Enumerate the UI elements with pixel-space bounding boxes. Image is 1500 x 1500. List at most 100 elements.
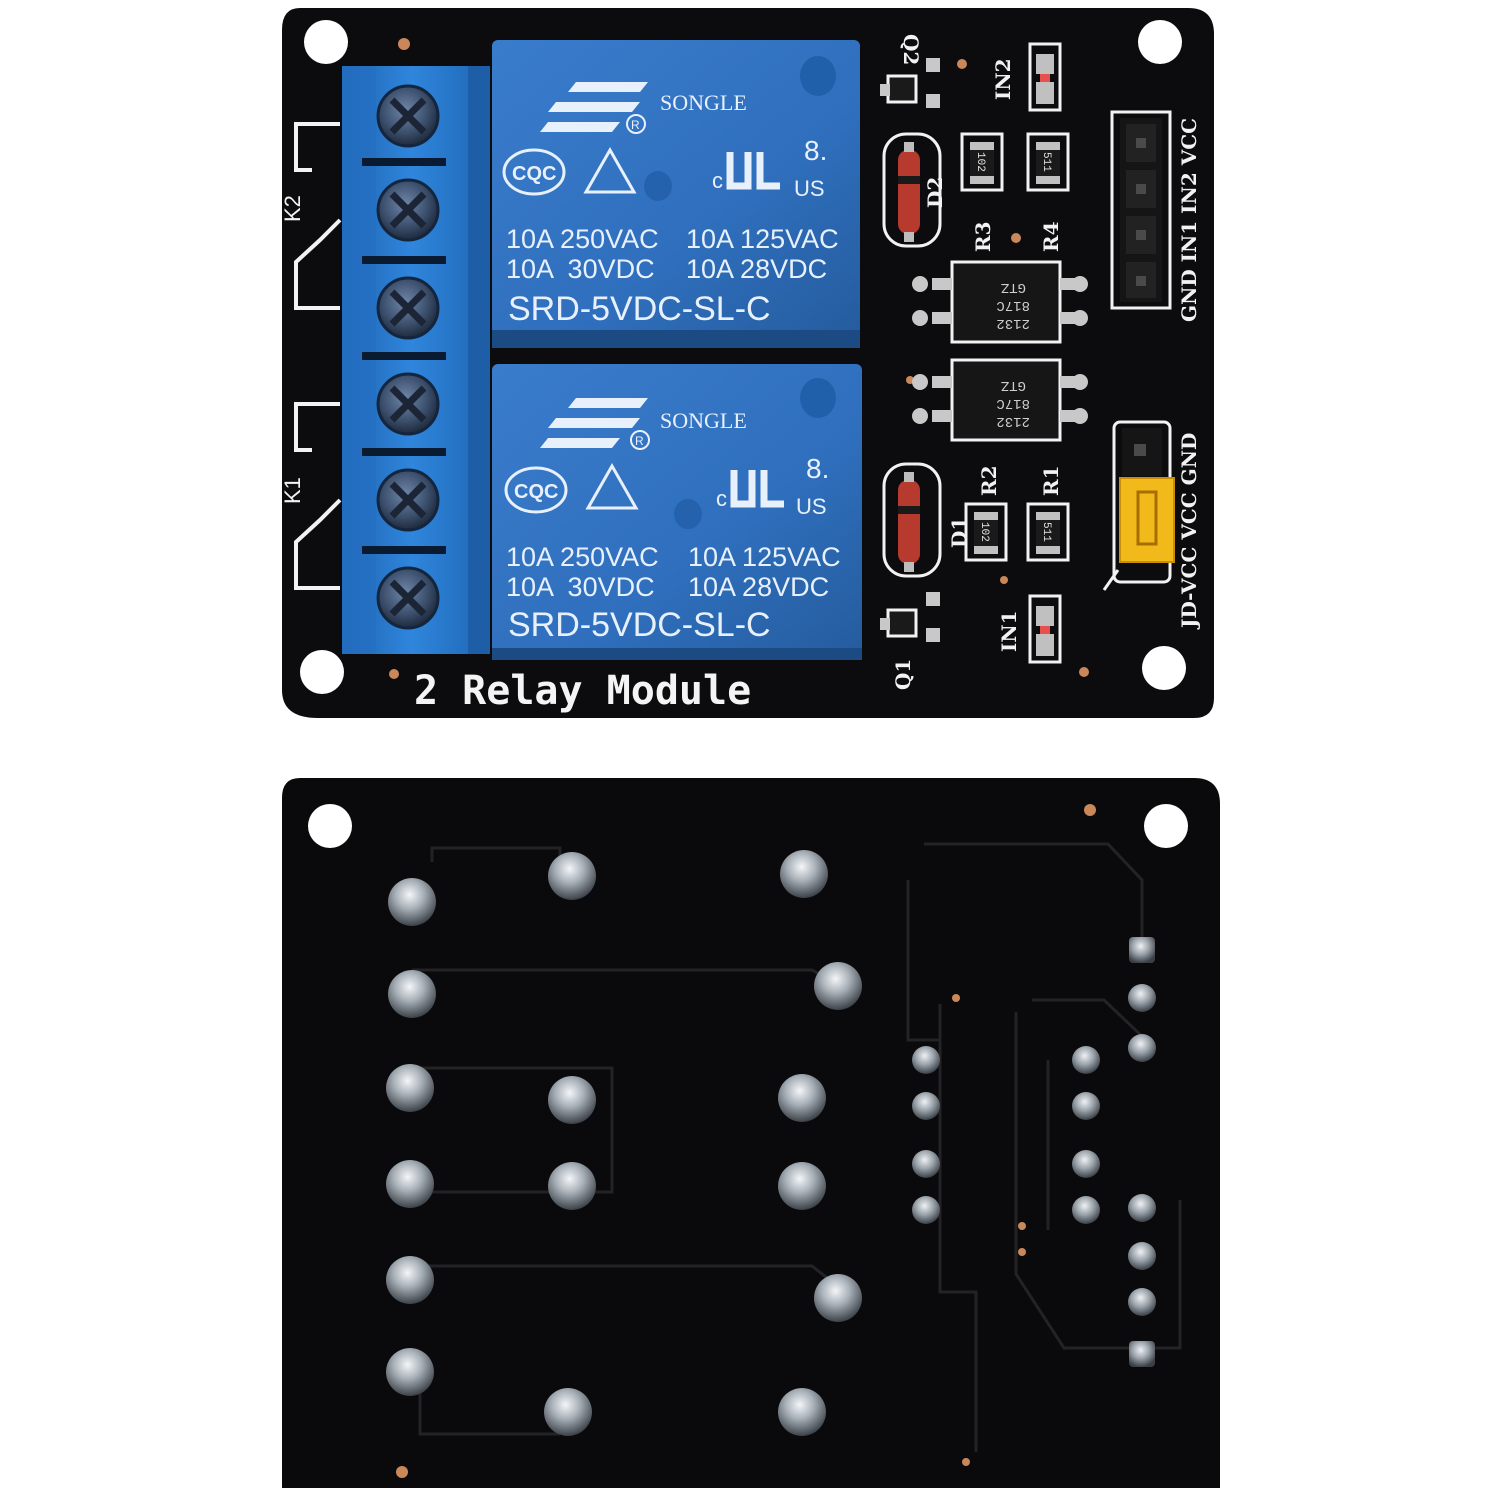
copper-via: [1018, 1222, 1026, 1230]
optocoupler-1: 2132 817C GTZ: [912, 260, 1088, 344]
solder-joint: [912, 1150, 940, 1178]
ul-number: 8.: [806, 453, 829, 484]
svg-text:c: c: [716, 486, 727, 511]
label-r4: R4: [1039, 221, 1063, 252]
solder-joint: [544, 1388, 592, 1436]
opto-code: 2132: [996, 413, 1030, 429]
back-pcb: [282, 778, 1220, 1488]
mount-hole: [304, 20, 348, 64]
solder-joint: [912, 1092, 940, 1120]
label-in1: IN1: [997, 610, 1021, 652]
label-r2: R2: [977, 465, 1001, 496]
front-board: K2 K1 SONGLE R: [280, 8, 1214, 718]
rating-dc-left: 10A 30VDC: [506, 572, 655, 602]
transistor-q1: Q1: [880, 592, 940, 690]
label-d2: D2: [923, 177, 947, 208]
label-r3: R3: [971, 221, 995, 252]
warning-triangle-icon: [585, 462, 639, 510]
screw-terminal-block: [342, 66, 490, 654]
copper-via: [1079, 667, 1089, 677]
solder-joint: [1072, 1150, 1100, 1178]
solder-joint: [548, 852, 596, 900]
pin-header-3-jumper: JD-VCC VCC GND: [1102, 420, 1201, 630]
copper-via: [1000, 576, 1008, 584]
relay-k2: SONGLE R CQC c US 8. 10A 250VAC 10A 125V…: [492, 40, 860, 348]
rating-ac-right: 10A 125VAC: [686, 224, 839, 254]
solder-joint: [778, 1074, 826, 1122]
copper-via: [1084, 804, 1096, 816]
label-r1: R1: [1039, 465, 1063, 496]
resistor-r2: 102 R2: [964, 465, 1008, 562]
opto-code: 2132: [996, 315, 1030, 331]
led-in1: IN1: [997, 594, 1062, 664]
resistor-code: 102: [974, 152, 986, 172]
cqc-text: CQC: [514, 481, 558, 503]
copper-via: [952, 994, 960, 1002]
label-k1: K1: [280, 477, 305, 504]
copper-via: [389, 669, 399, 679]
solder-joint: [386, 1348, 434, 1396]
mount-hole: [300, 650, 344, 694]
rating-ac-left: 10A 250VAC: [506, 224, 659, 254]
back-board: [282, 778, 1220, 1488]
resistor-r4: 511 R4: [1026, 132, 1070, 252]
resistor-r1: 511 R1: [1026, 465, 1070, 562]
solder-joint: [1072, 1092, 1100, 1120]
svg-text:US: US: [794, 176, 825, 201]
solder-joint: [548, 1162, 596, 1210]
mount-hole: [1142, 646, 1186, 690]
svg-text:R: R: [635, 434, 644, 448]
solder-joint: [1072, 1196, 1100, 1224]
relay-symbol-k1: [294, 402, 342, 590]
solder-joint: [814, 962, 862, 1010]
solder-joint: [780, 850, 828, 898]
jumper-cap: [1119, 477, 1175, 563]
terminal-screw-icon: [376, 178, 440, 242]
solder-joint: [912, 1196, 940, 1224]
copper-via: [962, 1458, 970, 1466]
opto-part: 817C: [996, 395, 1030, 411]
rating-ac-right: 10A 125VAC: [688, 542, 841, 572]
resistor-code: 511: [1040, 522, 1052, 542]
terminal-screw-icon: [376, 372, 440, 436]
warning-triangle-icon: [583, 146, 637, 194]
solder-joint: [386, 1160, 434, 1208]
rating-dc-right: 10A 28VDC: [686, 254, 827, 284]
resistor-code: 511: [1040, 152, 1052, 172]
solder-pad-square: [1129, 937, 1155, 963]
diode-d2: D2: [882, 132, 947, 248]
copper-via: [957, 59, 967, 69]
solder-joint: [1128, 984, 1156, 1012]
solder-joint: [548, 1076, 596, 1124]
solder-joint: [1128, 1194, 1156, 1222]
rating-dc-left: 10A 30VDC: [506, 254, 655, 284]
solder-joints: [386, 850, 1156, 1436]
resistor-code: 102: [978, 522, 990, 542]
copper-via: [1018, 1248, 1026, 1256]
ul-mark-icon: c US: [716, 470, 827, 519]
relay-k1: SONGLE R CQC c US 8. 10A 250VAC 10A 125V…: [492, 364, 862, 660]
relay-brand: SONGLE: [660, 408, 747, 433]
relay-brand: SONGLE: [660, 90, 747, 115]
header-pin-labels: GND IN1 IN2 VCC: [1177, 118, 1201, 322]
cqc-mark-icon: CQC: [502, 148, 566, 196]
solder-joint: [912, 1046, 940, 1074]
label-q1: Q1: [891, 659, 915, 690]
solder-joint: [386, 1256, 434, 1304]
transistor-q2: Q2: [880, 34, 940, 108]
relay-symbol-k2: [294, 122, 342, 310]
solder-joint: [1072, 1046, 1100, 1074]
copper-via: [1011, 233, 1021, 243]
rating-ac-left: 10A 250VAC: [506, 542, 659, 572]
terminal-screw-icon: [376, 276, 440, 340]
solder-joint: [814, 1274, 862, 1322]
opto-brand: GTZ: [1001, 279, 1026, 295]
label-in2: IN2: [991, 58, 1015, 100]
copper-via: [396, 1466, 408, 1478]
led-in2: IN2: [991, 42, 1062, 112]
solder-joint: [388, 878, 436, 926]
relay-model: SRD-5VDC-SL-C: [508, 290, 771, 328]
solder-joint: [386, 1064, 434, 1112]
songle-logo-icon: [540, 398, 648, 448]
